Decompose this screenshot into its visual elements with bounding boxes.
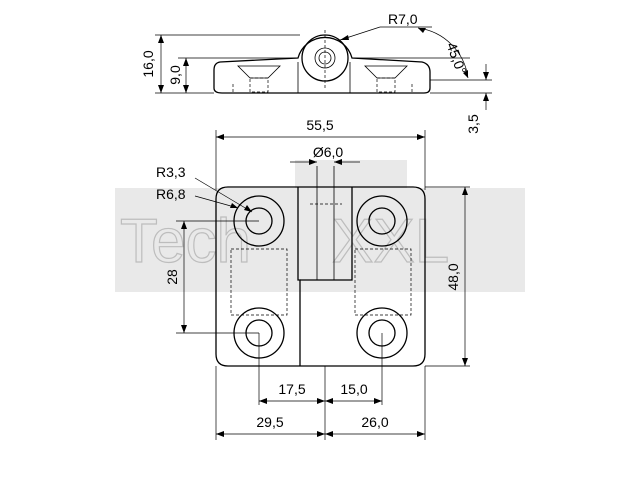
arrow-d6-right — [334, 159, 342, 165]
arrow-555-right — [417, 134, 425, 140]
arrow-295-left — [216, 431, 224, 437]
r33-leader — [194, 177, 253, 213]
arrow-150-left — [325, 398, 333, 404]
arrow-16-bottom — [158, 85, 164, 93]
arrow-9-bottom — [183, 85, 189, 93]
arrow-48-bottom — [462, 358, 468, 366]
arrow-r68 — [230, 203, 238, 208]
arrow-260-left — [325, 431, 333, 437]
slot-left-hidden — [230, 248, 288, 316]
arrow-16-top — [158, 35, 164, 43]
x260-label: 26,0 — [361, 414, 388, 430]
arrow-r33 — [244, 205, 252, 212]
arrow-d6-left — [309, 159, 317, 165]
plan-outline — [215, 186, 426, 367]
h9-label: 9,0 — [167, 65, 183, 85]
watermark-text-left: Tech — [120, 207, 251, 276]
watermark-text-right: XXL — [332, 207, 449, 276]
arrow-35-top — [483, 72, 489, 80]
side-view: R7,0 16,0 9,0 45,0° 3,5 — [140, 11, 492, 134]
arrow-35-bottom — [483, 93, 489, 101]
bore-right-hidden — [376, 77, 396, 93]
arrow-150-right — [374, 398, 382, 404]
arrow-9-top — [183, 58, 189, 66]
v28-label: 28 — [164, 269, 180, 285]
arrow-28-bottom — [181, 325, 187, 333]
arrow-175-right — [317, 398, 325, 404]
arrow-48-top — [462, 187, 468, 195]
arrow-555-left — [216, 134, 224, 140]
r68-label: R6,8 — [156, 186, 186, 202]
plan-view: 55,5 Ø6,0 R3,3 R6,8 28 48,0 — [156, 117, 470, 440]
r7-arrow — [340, 35, 349, 40]
angle-arc — [417, 27, 469, 79]
x295-label: 29,5 — [256, 414, 283, 430]
t35-label: 3,5 — [465, 114, 481, 134]
h48-label: 48,0 — [445, 263, 461, 290]
countersink-right — [364, 65, 408, 79]
angle-arrow-bottom — [463, 70, 468, 78]
x175-label: 17,5 — [278, 381, 305, 397]
arrow-28-top — [181, 221, 187, 229]
arrow-295-right — [317, 431, 325, 437]
arrow-260-right — [417, 431, 425, 437]
leaf-split-left — [297, 187, 301, 366]
h16-label: 16,0 — [140, 50, 156, 77]
countersink-left — [237, 65, 281, 79]
r7-label: R7,0 — [388, 11, 418, 27]
angle-arrow-top — [418, 28, 426, 33]
d6-label: Ø6,0 — [313, 144, 344, 160]
w555-label: 55,5 — [306, 117, 333, 133]
side-view-outline — [213, 36, 431, 94]
watermark-band-upper — [295, 160, 407, 290]
watermark: Tech XXL — [115, 160, 525, 292]
slot-right-hidden — [354, 248, 412, 316]
hole-top-right — [356, 195, 408, 247]
r33-label: R3,3 — [156, 164, 186, 180]
x150-label: 15,0 — [340, 381, 367, 397]
arrow-175-left — [259, 398, 267, 404]
bore-left-hidden — [249, 77, 269, 93]
